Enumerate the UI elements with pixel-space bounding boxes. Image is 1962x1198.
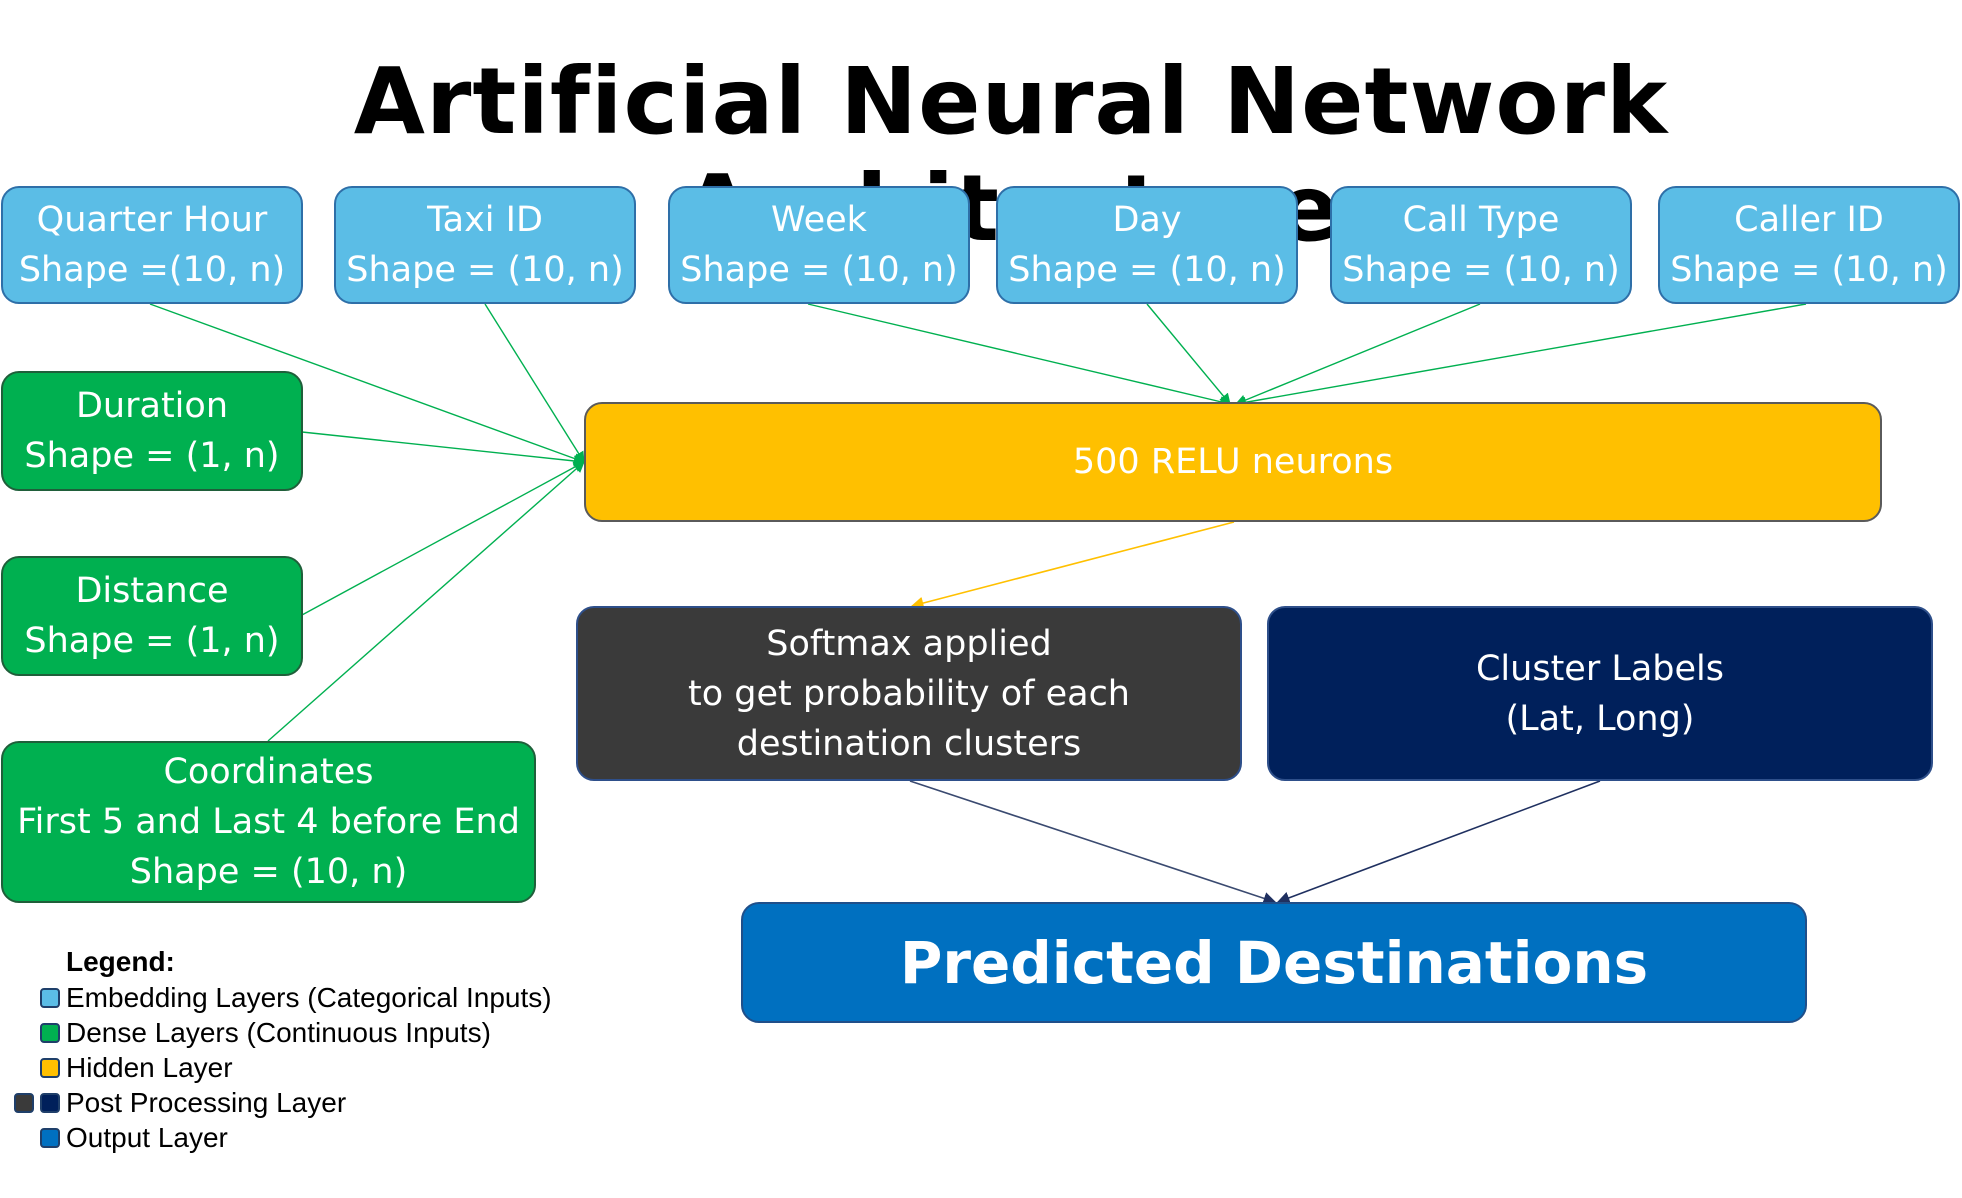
input-coordinates-shape: Shape = (10, n) (129, 852, 408, 892)
input-quarter-hour-label: Quarter Hour (36, 200, 268, 240)
legend-swatch-post-dark (14, 1092, 34, 1113)
input-day: Day Shape = (10, n) (996, 186, 1298, 304)
edge-coordinates (267, 461, 585, 742)
edge-day (1146, 303, 1231, 405)
output-layer-label: Predicted Destinations (899, 928, 1649, 997)
softmax-line-3: destination clusters (736, 723, 1082, 764)
input-distance: Distance Shape = (1, n) (1, 556, 303, 676)
edge-taxi-id (484, 303, 585, 463)
input-quarter-hour: Quarter Hour Shape =(10, n) (1, 186, 303, 304)
legend-item-post: Post Processing Layer (4, 1085, 552, 1120)
input-taxi-id: Taxi ID Shape = (10, n) (334, 186, 636, 304)
legend-label-post: Post Processing Layer (66, 1086, 347, 1118)
legend-item-hidden: Hidden Layer (4, 1050, 552, 1085)
legend-swatch-post-navy (40, 1092, 60, 1113)
input-caller-id-label: Caller ID (1734, 200, 1884, 240)
legend-item-dense: Dense Layers (Continuous Inputs) (4, 1015, 552, 1050)
input-call-type: Call Type Shape = (10, n) (1330, 186, 1632, 304)
input-week: Week Shape = (10, n) (668, 186, 970, 304)
input-duration-shape: Shape = (1, n) (24, 436, 280, 476)
cluster-labels-line-2: (Lat, Long) (1505, 698, 1695, 739)
input-week-shape: Shape = (10, n) (680, 250, 958, 290)
input-quarter-hour-shape: Shape =(10, n) (18, 250, 286, 290)
input-duration-label: Duration (75, 386, 228, 426)
edge-call-type (1234, 303, 1481, 406)
input-day-label: Day (1112, 200, 1182, 240)
softmax-layer: Softmax applied to get probability of ea… (576, 606, 1242, 781)
softmax-line-2: to get probability of each (688, 673, 1130, 714)
input-caller-id: Caller ID Shape = (10, n) (1658, 186, 1960, 304)
legend-label-output: Output Layer (66, 1121, 228, 1153)
legend-label-embedding: Embedding Layers (Categorical Inputs) (66, 981, 552, 1013)
legend-item-output: Output Layer (4, 1120, 552, 1155)
legend-swatch-embedding (40, 987, 60, 1008)
output-layer: Predicted Destinations (741, 902, 1807, 1023)
legend-label-hidden: Hidden Layer (66, 1051, 233, 1083)
cluster-labels: Cluster Labels (Lat, Long) (1267, 606, 1933, 781)
legend-swatch-hidden (40, 1057, 60, 1078)
input-day-shape: Shape = (10, n) (1008, 250, 1286, 290)
input-coordinates-label: Coordinates (163, 752, 374, 792)
input-coordinates-detail: First 5 and Last 4 before End (17, 802, 520, 842)
softmax-line-1: Softmax applied (766, 623, 1052, 664)
hidden-layer: 500 RELU neurons (584, 402, 1882, 522)
edge-distance (301, 461, 585, 616)
input-taxi-id-shape: Shape = (10, n) (346, 250, 624, 290)
cluster-labels-line-1: Cluster Labels (1475, 648, 1724, 689)
edge-quarter-hour (149, 303, 586, 464)
input-coordinates: Coordinates First 5 and Last 4 before En… (1, 741, 536, 903)
input-call-type-label: Call Type (1402, 200, 1560, 240)
input-taxi-id-label: Taxi ID (427, 200, 543, 240)
edge-week (807, 303, 1232, 408)
input-week-label: Week (771, 200, 867, 240)
legend-swatch-output (40, 1127, 60, 1148)
edge-hidden-softmax (910, 521, 1235, 610)
legend-label-dense: Dense Layers (Continuous Inputs) (66, 1016, 491, 1048)
input-duration: Duration Shape = (1, n) (1, 371, 303, 491)
input-call-type-shape: Shape = (10, n) (1342, 250, 1620, 290)
legend-swatch-dense (40, 1022, 60, 1043)
input-distance-label: Distance (75, 571, 229, 611)
hidden-layer-label: 500 RELU neurons (1072, 442, 1394, 482)
input-distance-shape: Shape = (1, n) (24, 621, 280, 661)
edge-caller-id (1234, 303, 1807, 408)
edge-clusters-output (1276, 780, 1601, 904)
legend: Legend: Embedding Layers (Categorical In… (4, 944, 552, 1155)
edge-duration (301, 431, 586, 467)
legend-heading: Legend: (66, 946, 175, 977)
edge-softmax-output (909, 780, 1277, 905)
input-caller-id-shape: Shape = (10, n) (1670, 250, 1948, 290)
legend-item-embedding: Embedding Layers (Categorical Inputs) (4, 980, 552, 1015)
